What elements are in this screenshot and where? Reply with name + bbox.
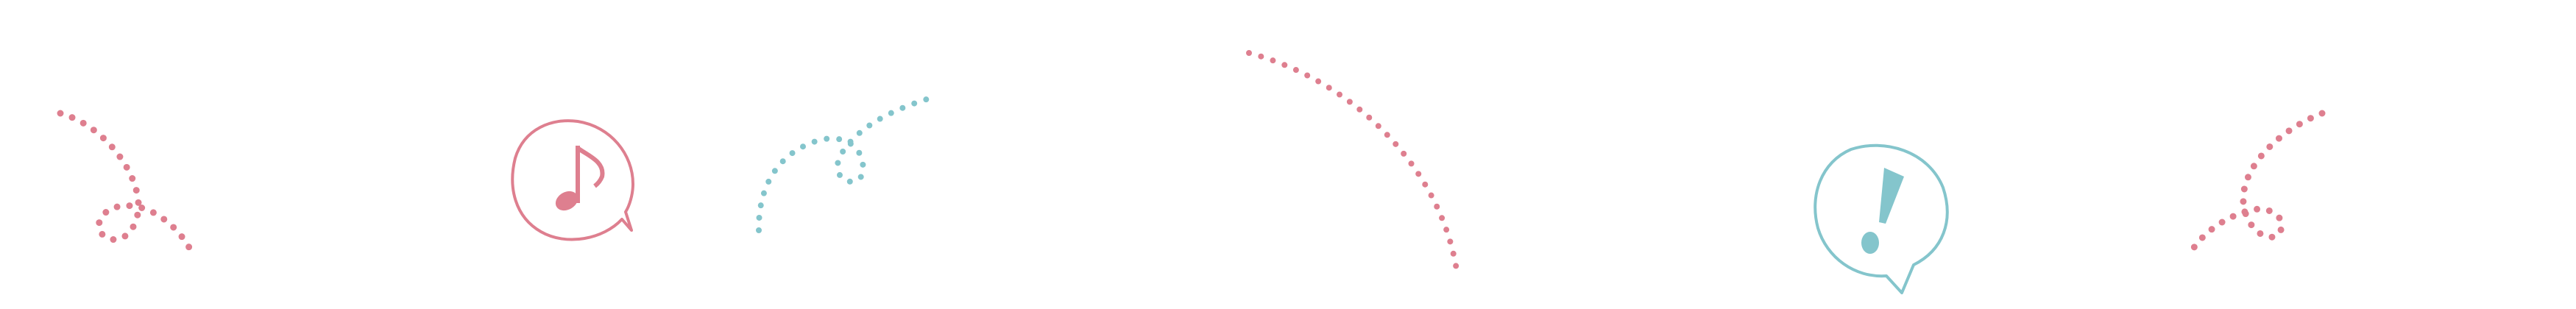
speech-bubble-outline xyxy=(1814,143,1949,294)
dotted-loop-line-icon xyxy=(2187,110,2326,257)
speech-bubble-outline xyxy=(511,119,634,241)
music-note-icon xyxy=(555,146,605,211)
dotted-arc-line-icon xyxy=(1246,50,1460,277)
exclamation-speech-bubble-icon xyxy=(1814,143,1949,294)
dotted-loop-line-icon xyxy=(57,110,196,257)
exclamation-icon xyxy=(1861,168,1904,254)
music-note-speech-bubble-icon xyxy=(511,119,634,241)
dotted-loop-line-icon xyxy=(755,96,932,233)
